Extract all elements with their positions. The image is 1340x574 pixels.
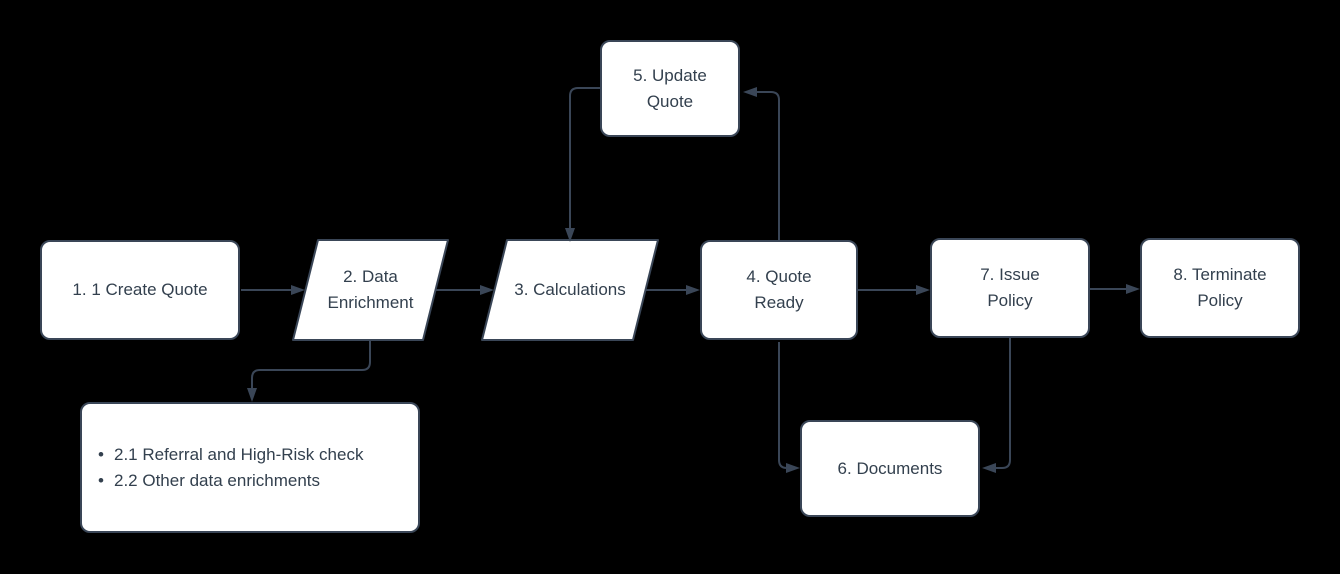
edge-issue-policy-to-documents [982,337,1011,473]
node-documents-label: 6. Documents [837,458,943,478]
node-issue-policy[interactable]: 7. Issue Policy [930,238,1090,338]
edge-quote-ready-to-update-quote [743,87,780,240]
edge-update-quote-to-calculations [565,87,600,242]
enrichment-details-item-text: 2.1 Referral and High-Risk check [114,444,364,464]
node-update-quote-label: 5. Update Quote [633,65,707,111]
node-quote-ready-label: 4. Quote Ready [746,267,812,312]
node-enrichment-details[interactable]: 2.1 Referral and High-Risk check 2.2 Oth… [80,402,420,533]
node-terminate-policy-label: 8. Terminate Policy [1173,265,1267,310]
edge-data-enrichment-to-enrichment-details [247,340,371,402]
enrichment-details-item: 2.2 Other data enrichments [98,468,404,494]
node-terminate-policy[interactable]: 8. Terminate Policy [1140,238,1300,338]
enrichment-details-item-text: 2.2 Other data enrichments [114,470,321,490]
node-issue-policy-label: 7. Issue Policy [980,265,1040,310]
node-create-quote-label: 1. 1 Create Quote [72,280,208,299]
edge-quote-ready-to-documents [778,342,800,473]
node-update-quote[interactable]: 5. Update Quote [600,40,740,137]
node-create-quote[interactable]: 1. 1 Create Quote [40,240,240,340]
node-quote-ready[interactable]: 4. Quote Ready [700,240,858,340]
node-data-enrichment-label[interactable]: 2. Data Enrichment [327,267,414,312]
node-documents[interactable]: 6. Documents [800,420,980,517]
enrichment-details-item: 2.1 Referral and High-Risk check [98,442,404,468]
node-calculations-label[interactable]: 3. Calculations [514,280,626,299]
